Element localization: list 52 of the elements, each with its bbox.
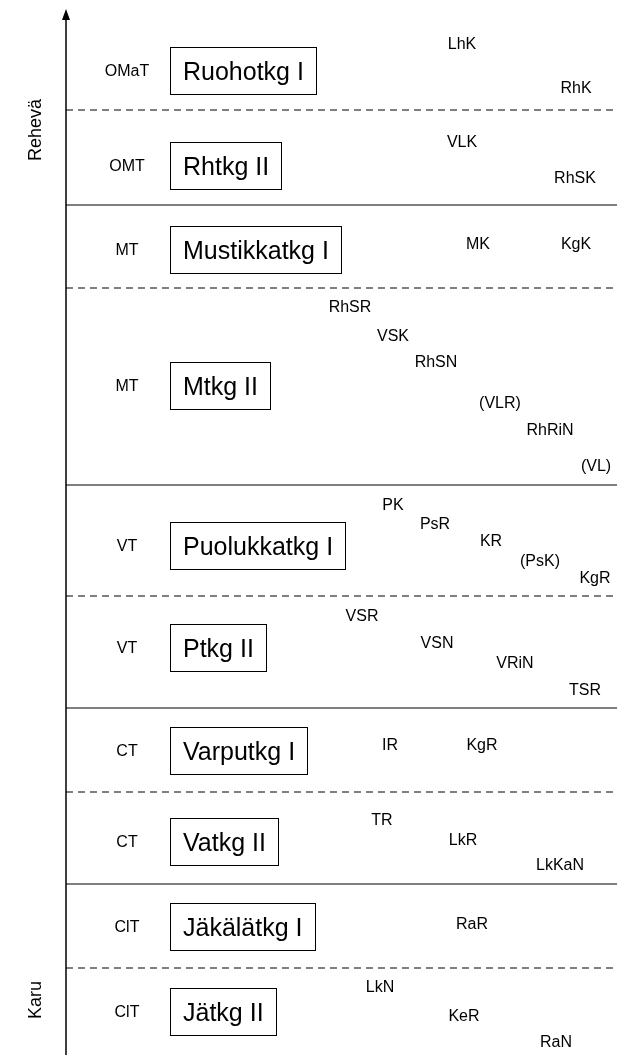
- peatland-code: KeR: [448, 1007, 480, 1025]
- peatland-code: RhK: [560, 79, 592, 97]
- peatland-code: KgR: [579, 569, 611, 587]
- peatland-code: KR: [479, 532, 503, 550]
- peatland-code: KgK: [560, 235, 592, 253]
- site-type-box: Ptkg II: [170, 624, 267, 672]
- site-type-box: Vatkg II: [170, 818, 279, 866]
- peatland-code: (PsK): [520, 552, 560, 570]
- site-code: ClT: [114, 1003, 140, 1021]
- peatland-code: TR: [371, 811, 393, 829]
- peatland-code: VRiN: [496, 654, 534, 672]
- peatland-code: RhSK: [554, 169, 596, 187]
- site-type-box: Rhtkg II: [170, 142, 283, 190]
- site-type-box: Mustikkatkg I: [170, 226, 342, 274]
- peatland-code: RhRiN: [526, 421, 574, 439]
- peatland-code: (VL): [580, 457, 612, 475]
- site-code: MT: [115, 241, 139, 259]
- site-type-box: Varputkg I: [170, 727, 309, 775]
- peatland-code: RhSR: [328, 298, 372, 316]
- peatland-code: LkN: [365, 978, 395, 996]
- site-code: VT: [116, 639, 138, 657]
- site-code: CT: [116, 742, 138, 760]
- site-code: ClT: [114, 918, 140, 936]
- peatland-code: (VLR): [479, 394, 521, 412]
- site-code: VT: [116, 537, 138, 555]
- peatland-code: IR: [382, 736, 398, 754]
- site-code: CT: [116, 833, 138, 851]
- peatland-code: VLK: [446, 133, 478, 151]
- peatland-code: VSR: [345, 607, 379, 625]
- peatland-code: RhSN: [414, 353, 458, 371]
- site-code: OMaT: [104, 62, 150, 80]
- peatland-code: LhK: [447, 35, 477, 53]
- peatland-code: MK: [466, 235, 490, 253]
- site-type-box: Ruohotkg I: [170, 47, 317, 95]
- peatland-code: VSN: [420, 634, 454, 652]
- site-code: MT: [115, 377, 139, 395]
- peatland-code: PK: [382, 496, 404, 514]
- site-type-box: Puolukkatkg I: [170, 522, 347, 570]
- peatland-code: VSK: [377, 327, 409, 345]
- peatland-code: RaN: [540, 1033, 572, 1051]
- site-type-box: Jätkg II: [170, 988, 277, 1036]
- peatland-code: LkKaN: [536, 856, 584, 874]
- peatland-code: KgR: [466, 736, 498, 754]
- peatland-code: PsR: [419, 515, 451, 533]
- peatland-code: RaR: [456, 915, 488, 933]
- site-type-box: Mtkg II: [170, 362, 271, 410]
- axis-label: Rehevä: [24, 99, 46, 161]
- peatland-code: TSR: [569, 681, 601, 699]
- site-code: OMT: [109, 157, 145, 175]
- peatland-code: LkR: [448, 831, 478, 849]
- site-type-box: Jäkälätkg I: [170, 903, 316, 951]
- axis-label: Karu: [24, 981, 46, 1019]
